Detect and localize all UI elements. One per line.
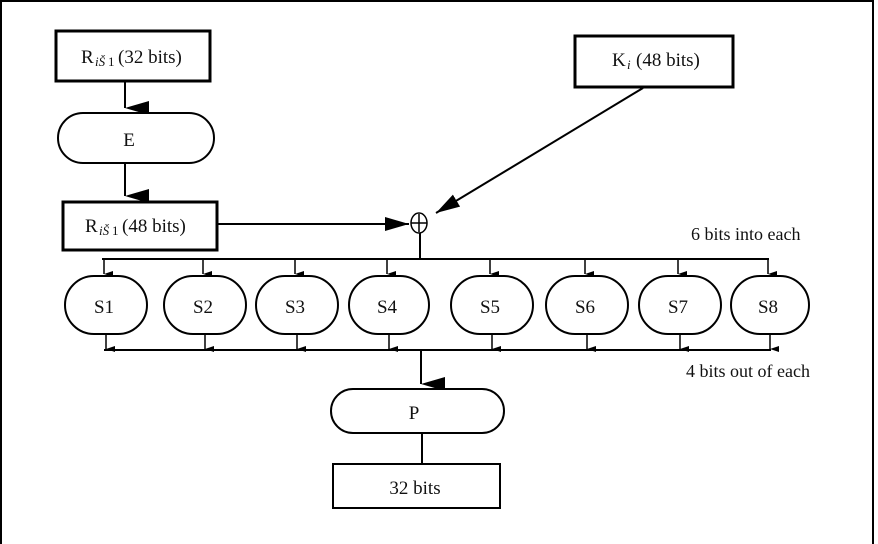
sbox-2: S2 bbox=[163, 259, 247, 352]
subkey-main: K bbox=[612, 50, 626, 71]
input-r-32bits-suffix: (32 bits) bbox=[118, 47, 182, 68]
input-r-32bits-subscript-tail: 1 bbox=[108, 54, 115, 69]
permutation-p-label: P bbox=[409, 403, 420, 424]
input-r-48bits-subscript-tail: 1 bbox=[112, 223, 119, 238]
expansion-e-label: E bbox=[123, 130, 135, 151]
input-r-48bits-box: R iŠ 1 (48 bits) bbox=[61, 200, 219, 252]
output-32bits-label: 32 bits bbox=[389, 478, 440, 499]
sbox-label: S7 bbox=[668, 297, 688, 318]
xor-icon bbox=[410, 212, 428, 234]
sbox-4: S4 bbox=[348, 259, 430, 352]
sbox-label: S4 bbox=[377, 297, 398, 318]
sbox-1: S1 bbox=[64, 259, 148, 352]
permutation-p-box: P bbox=[330, 388, 505, 434]
expansion-e-box: E bbox=[57, 112, 215, 164]
input-r-48bits-main: R bbox=[85, 216, 98, 237]
input-r-32bits-box: R iŠ 1 (32 bits) bbox=[54, 29, 212, 83]
sbox-label: S8 bbox=[758, 297, 778, 318]
sbox-8: S8 bbox=[730, 259, 810, 352]
arrow-key-to-xor bbox=[435, 87, 644, 214]
sbox-label: S1 bbox=[94, 297, 114, 318]
sbox-5: S5 bbox=[450, 259, 534, 352]
sbox-label: S3 bbox=[285, 297, 305, 318]
sbox-label: S6 bbox=[575, 297, 595, 318]
input-r-32bits-subscript: iŠ bbox=[95, 54, 106, 69]
input-r-48bits-subscript: iŠ bbox=[99, 223, 110, 238]
output-32bits-box: 32 bits bbox=[332, 463, 501, 509]
sbox-label: S2 bbox=[193, 297, 213, 318]
sbox-label: S5 bbox=[480, 297, 500, 318]
input-r-48bits-suffix: (48 bits) bbox=[122, 216, 186, 237]
input-r-32bits-main: R bbox=[81, 47, 94, 68]
subkey-subscript: i bbox=[627, 57, 631, 72]
sbox-group: S1 S2 S3 S4 S5 S6 S7 S8 bbox=[64, 259, 810, 352]
subkey-suffix: (48 bits) bbox=[636, 50, 700, 71]
sbox-3: S3 bbox=[255, 259, 339, 352]
subkey-box: K i (48 bits) bbox=[573, 34, 735, 89]
sbox-7: S7 bbox=[638, 259, 722, 352]
sbox-output-note: 4 bits out of each bbox=[686, 361, 810, 381]
sbox-6: S6 bbox=[545, 259, 629, 352]
sbox-input-note: 6 bits into each bbox=[691, 224, 800, 244]
